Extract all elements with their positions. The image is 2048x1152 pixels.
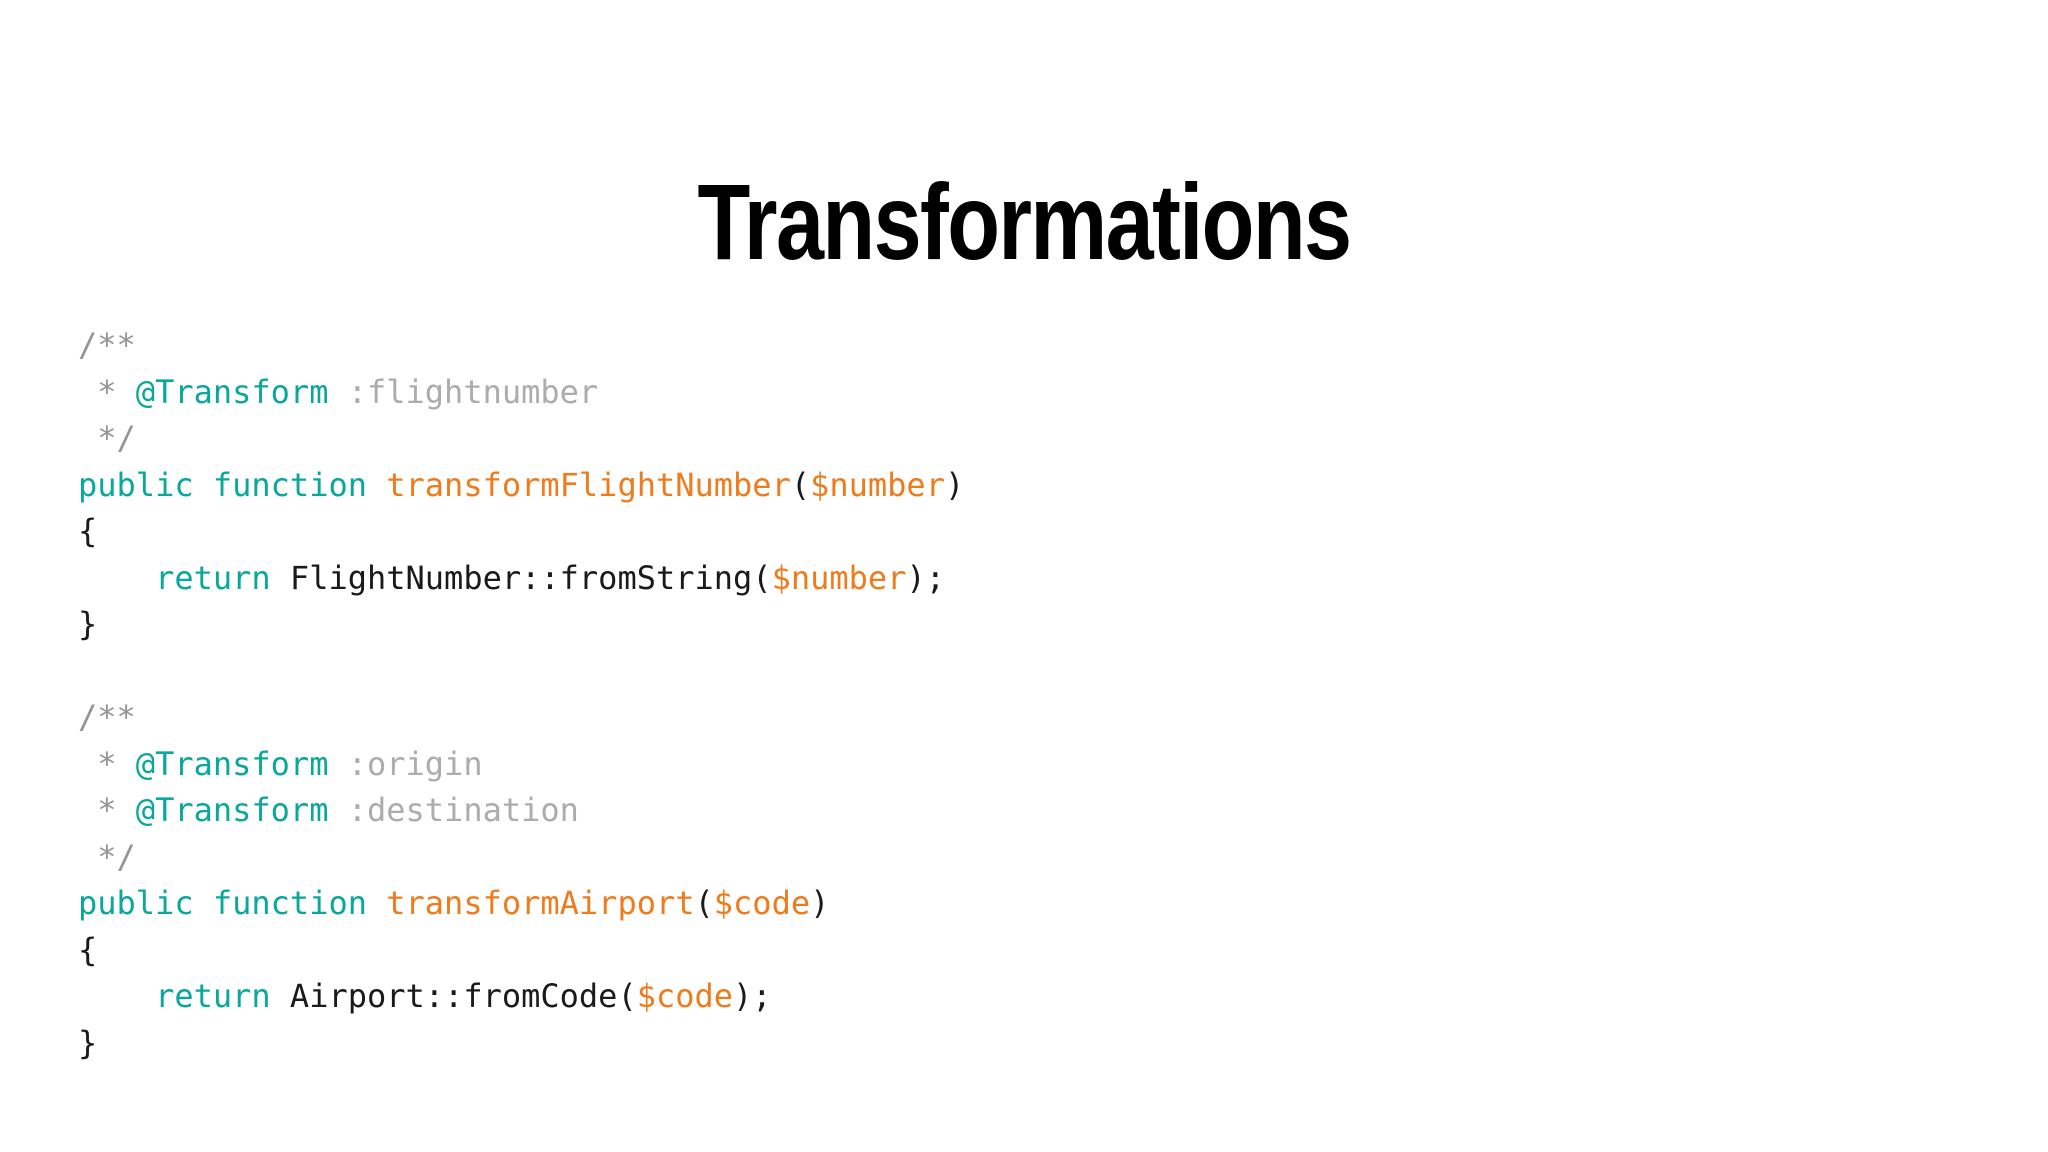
code-token: { bbox=[78, 512, 98, 550]
code-token: transformFlightNumber bbox=[386, 465, 791, 504]
code-token bbox=[78, 652, 97, 690]
code-token: public function bbox=[78, 884, 387, 922]
code-line: { bbox=[78, 927, 964, 974]
code-line bbox=[78, 648, 964, 695]
code-token: transformAirport bbox=[386, 884, 695, 922]
code-line: /** bbox=[78, 694, 964, 741]
code-line: public function transformAirport($code) bbox=[78, 880, 964, 927]
code-token: $code bbox=[636, 977, 734, 1015]
code-line: */ bbox=[78, 415, 964, 462]
code-line: } bbox=[78, 601, 964, 648]
code-token: * bbox=[78, 372, 136, 411]
code-token: :flightnumber bbox=[328, 372, 599, 411]
code-token: $number bbox=[771, 558, 907, 597]
code-token: ( bbox=[617, 977, 637, 1015]
code-token: return bbox=[78, 977, 290, 1015]
code-token: ( bbox=[790, 465, 811, 504]
code-token: * bbox=[78, 744, 136, 783]
code-token: * bbox=[78, 791, 136, 829]
code-token: public function bbox=[78, 465, 387, 504]
code-line: * @Transform :flightnumber bbox=[78, 369, 964, 416]
code-token: @Transform bbox=[135, 744, 329, 783]
code-token: ) bbox=[810, 884, 830, 922]
code-token: :origin bbox=[328, 744, 483, 783]
code-token: /** bbox=[78, 326, 136, 364]
code-line: * @Transform :destination bbox=[78, 787, 964, 834]
code-line: * @Transform :origin bbox=[78, 741, 964, 788]
code-block: /** * @Transform :flightnumber */ public … bbox=[78, 322, 964, 1066]
code-token: } bbox=[78, 1023, 98, 1062]
code-token: ) bbox=[944, 465, 965, 504]
code-token: Airport::fromCode bbox=[289, 977, 618, 1015]
code-token: FlightNumber::fromString bbox=[289, 558, 753, 597]
code-line: public function transformFlightNumber($n… bbox=[78, 462, 964, 509]
code-line: } bbox=[78, 1020, 964, 1067]
code-line: */ bbox=[78, 834, 964, 881]
code-token: /** bbox=[78, 698, 136, 736]
code-line: return FlightNumber::fromString($number)… bbox=[78, 555, 964, 602]
code-line: return Airport::fromCode($code); bbox=[78, 973, 964, 1020]
code-token: */ bbox=[78, 837, 136, 876]
code-token: return bbox=[78, 558, 290, 597]
code-token: $code bbox=[713, 884, 811, 922]
code-token: $number bbox=[810, 465, 945, 504]
page-title: Transformations bbox=[697, 161, 1353, 283]
code-token: ( bbox=[752, 558, 772, 597]
code-token: :destination bbox=[328, 791, 579, 829]
code-line: { bbox=[78, 508, 964, 555]
code-token: ); bbox=[906, 558, 945, 597]
code-token: @Transform bbox=[135, 372, 329, 411]
code-token: { bbox=[78, 930, 98, 969]
code-token: } bbox=[78, 605, 98, 643]
code-token: @Transform bbox=[135, 791, 329, 829]
code-line: /** bbox=[78, 322, 964, 369]
code-token: ); bbox=[733, 977, 772, 1015]
code-token: ( bbox=[694, 884, 714, 922]
code-token: */ bbox=[78, 419, 136, 457]
